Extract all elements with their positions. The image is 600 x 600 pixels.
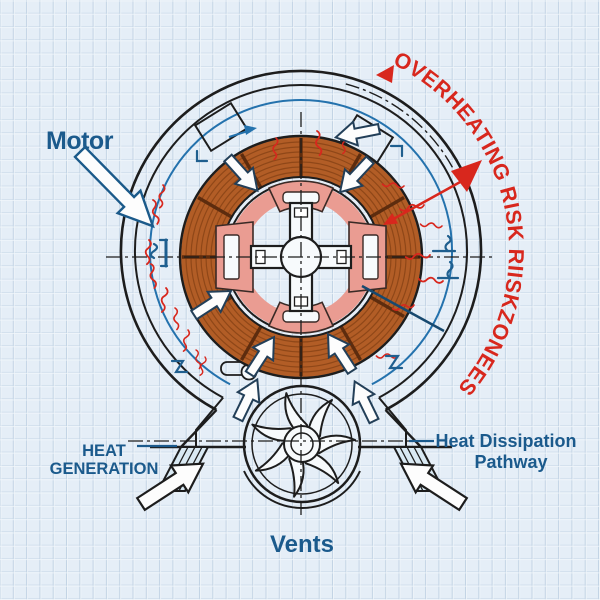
casing-notch-left (193, 101, 249, 153)
heat-dissipation-label-line2: Pathway (474, 452, 547, 472)
airflow-direction-arrow (228, 125, 257, 139)
zigzag-mark-bottom-left (170, 359, 189, 374)
heat-dissipation-label-line1: Heat Dissipation (435, 431, 576, 451)
curved-text-start-arrow (376, 65, 394, 83)
risk-zone-pointer (451, 160, 482, 192)
cooling-fan (242, 384, 362, 504)
steam-symbol-right-lower (436, 260, 460, 280)
heat-generation-label-line1: HEAT (82, 442, 126, 460)
vent-symbols (149, 144, 460, 374)
steam-symbol-left (149, 238, 169, 268)
bracket-mark-top-right (389, 144, 404, 158)
heat-generation-label-line2: GENERATION (50, 460, 159, 478)
steam-symbol-right-upper (431, 234, 457, 253)
bracket-mark-top-left (195, 149, 209, 163)
zigzag-mark-bottom-right (384, 354, 404, 370)
heat-dissipation-line (361, 284, 445, 333)
motor-label: Motor (46, 127, 114, 155)
labels: Motor HEAT GENERATION Heat Dissipation P… (46, 127, 577, 558)
vents-label: Vents (270, 531, 334, 558)
